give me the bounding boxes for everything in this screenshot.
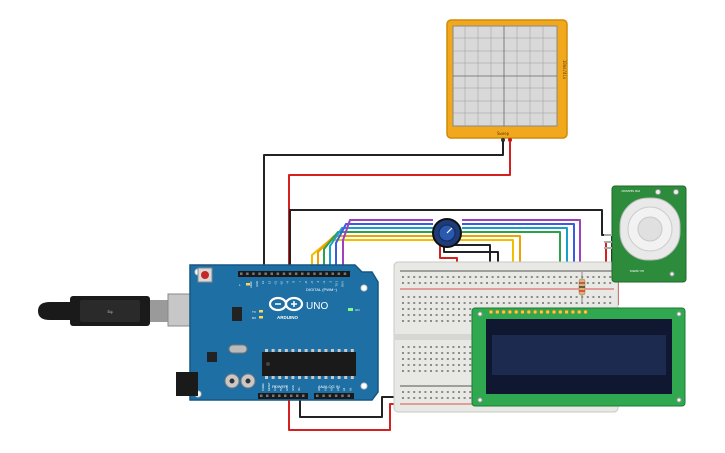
lcd-pins (488, 309, 588, 315)
digital-pin-label: 4 (316, 280, 320, 282)
usb-chip (232, 307, 242, 321)
power-pin-label: Vin (297, 387, 301, 391)
usb-connector (150, 300, 168, 322)
chip-pins (265, 349, 354, 379)
analog-header (314, 393, 354, 399)
reset-button-cap[interactable] (201, 271, 209, 279)
arduino-logo (268, 296, 304, 312)
oscilloscope-timebase-label: 10ms/div (562, 60, 567, 80)
digital-pin-label: ~10 (280, 280, 284, 285)
power-pin-label: GND (291, 385, 295, 391)
arduino-brand: ARDUINO (277, 315, 298, 320)
digital-pin-label: 13 (261, 280, 265, 283)
power-pin-label: GND (285, 385, 289, 391)
pir-label-bottom: HC-SR501 (629, 269, 644, 273)
crystal (228, 344, 248, 354)
digital-pin-label: RX 0 (341, 280, 345, 286)
usb-cable[interactable]: ⇋ (38, 293, 195, 327)
power-header (258, 393, 308, 399)
wire-cyan[interactable] (329, 227, 433, 273)
analog-pin-label: A1 (323, 387, 327, 391)
wire-5v[interactable] (288, 398, 398, 431)
wire-gnd[interactable] (299, 396, 398, 418)
digital-pin-label: ~6 (304, 280, 308, 284)
wire-green[interactable] (323, 231, 433, 273)
usb-icon: ⇋ (107, 308, 113, 316)
led-rx-label: RX (252, 316, 256, 320)
led-on (348, 308, 353, 311)
voltage-regulator (207, 352, 217, 362)
wire-purple[interactable] (342, 219, 433, 273)
digital-pin-label: ~5 (310, 280, 314, 284)
power-pin-label: 3.3V (273, 385, 277, 391)
analog-pin-label: A3 (336, 387, 340, 391)
digital-pin-label: TX 1 (334, 280, 338, 286)
arduino-model: UNO (306, 301, 328, 312)
power-pin-label: RESET (267, 382, 271, 391)
lcd-display[interactable] (471, 307, 686, 407)
power-label: POWER (272, 384, 287, 389)
analog-pin-label: A4 (342, 387, 346, 391)
arduino-uno[interactable]: ARDUINO UNO DIGITAL (PWM~) POWER ANALOG … (176, 264, 379, 401)
header-pins (240, 272, 350, 397)
atmega-chip (262, 352, 356, 376)
wire-blue[interactable] (335, 223, 433, 273)
analog-pin-label: A2 (330, 387, 334, 391)
power-pin-label: 5V (279, 388, 283, 391)
led-l-label: L (239, 283, 241, 287)
analog-pin-label: A0 (317, 387, 321, 391)
power-jack[interactable] (176, 372, 198, 396)
pir-label-top: PIR SENSOR (621, 189, 640, 193)
led-on-label: ON (355, 308, 360, 312)
led-tx (259, 310, 263, 313)
digital-pin-label: 12 (267, 280, 271, 283)
led-tx-label: TX (252, 310, 256, 314)
arduino-board (189, 264, 379, 401)
digital-pin-label: AREF (249, 281, 253, 288)
pir-sensor[interactable]: PIR SENSOR HC-SR501 (604, 185, 687, 283)
power-pin-label: IOREF (261, 383, 265, 391)
analog-label: ANALOG IN (318, 384, 340, 389)
digital-pin-label: ~9 (286, 280, 290, 284)
usb-strain-relief (38, 302, 70, 320)
lcd-screen (492, 335, 666, 375)
oscilloscope[interactable]: 10ms/div Sweep (446, 19, 568, 142)
led-l (246, 283, 250, 286)
digital-label: DIGITAL (PWM~) (306, 287, 338, 292)
wire-scope-signal[interactable] (288, 141, 511, 275)
digital-pin-label: 2 (328, 280, 332, 282)
resistor[interactable] (578, 272, 586, 302)
wire-scope-gnd[interactable] (263, 141, 504, 275)
digital-pin-label: 8 (292, 280, 296, 282)
digital-pin-label: ~3 (322, 280, 326, 284)
digital-pin-label: GND (255, 281, 259, 287)
analog-pin-label: A5 (349, 387, 353, 391)
digital-pin-label: 7 (298, 280, 302, 282)
led-rx (259, 316, 263, 319)
digital-header (238, 271, 350, 277)
potentiometer[interactable] (432, 218, 462, 248)
oscilloscope-sweep-label: Sweep (497, 131, 510, 136)
digital-pin-label: ~11 (273, 280, 277, 285)
